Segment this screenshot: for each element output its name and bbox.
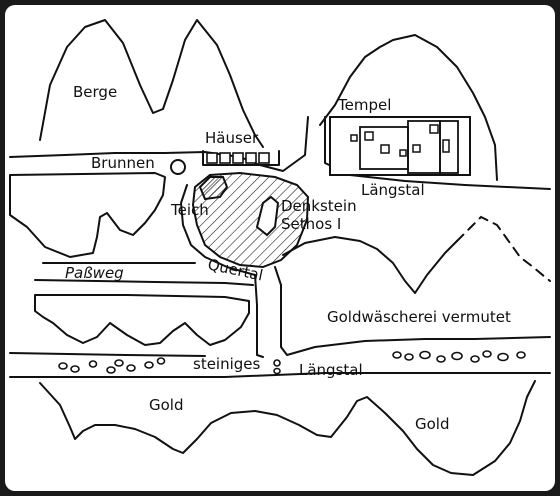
laengstal-road-bottom <box>9 372 551 378</box>
road-upper-right-edge <box>324 116 551 190</box>
label-laengstal-bottom: Längstal <box>299 361 363 379</box>
label-denkstein: Denkstein <box>281 197 357 215</box>
label-gold-left: Gold <box>149 396 184 414</box>
label-laengstal-top: Längstal <box>361 181 425 199</box>
label-goldwaescherei: Goldwäscherei vermutet <box>327 308 511 326</box>
memorial-stone <box>255 195 280 237</box>
label-haeuser: Häuser <box>205 129 259 147</box>
label-berge: Berge <box>73 83 117 101</box>
laengstal-road-top <box>9 352 206 357</box>
label-steiniges: steiniges <box>193 355 261 373</box>
pebbles <box>58 350 526 375</box>
label-passweg: Paßweg <box>65 264 124 282</box>
label-tempel: Tempel <box>337 96 391 114</box>
mountain-goldwaescherei-dashed <box>456 215 551 282</box>
mountain-left-middle <box>9 172 166 258</box>
label-teich: Teich <box>170 201 209 219</box>
passweg-bottom <box>34 279 254 286</box>
mountain-berge <box>39 19 264 148</box>
quertal-edge-right <box>274 266 551 356</box>
well-circle <box>170 159 186 175</box>
map-frame: Berge Häuser Brunnen Tempel Längstal Tei… <box>5 5 555 491</box>
label-sethos: Sethos I <box>281 215 341 233</box>
mountain-goldwaescherei-solid <box>282 236 458 294</box>
quertal-edge-left <box>180 184 264 358</box>
label-brunnen: Brunnen <box>91 154 155 172</box>
mountain-lower-left <box>34 294 250 346</box>
houses-row <box>202 150 280 166</box>
sketch-map: Berge Häuser Brunnen Tempel Längstal Tei… <box>9 19 551 476</box>
mountain-tempel <box>319 34 498 181</box>
mountain-gold <box>39 380 536 476</box>
pond-teich <box>198 176 229 201</box>
label-gold-right: Gold <box>415 415 450 433</box>
temple-plan <box>329 116 471 176</box>
